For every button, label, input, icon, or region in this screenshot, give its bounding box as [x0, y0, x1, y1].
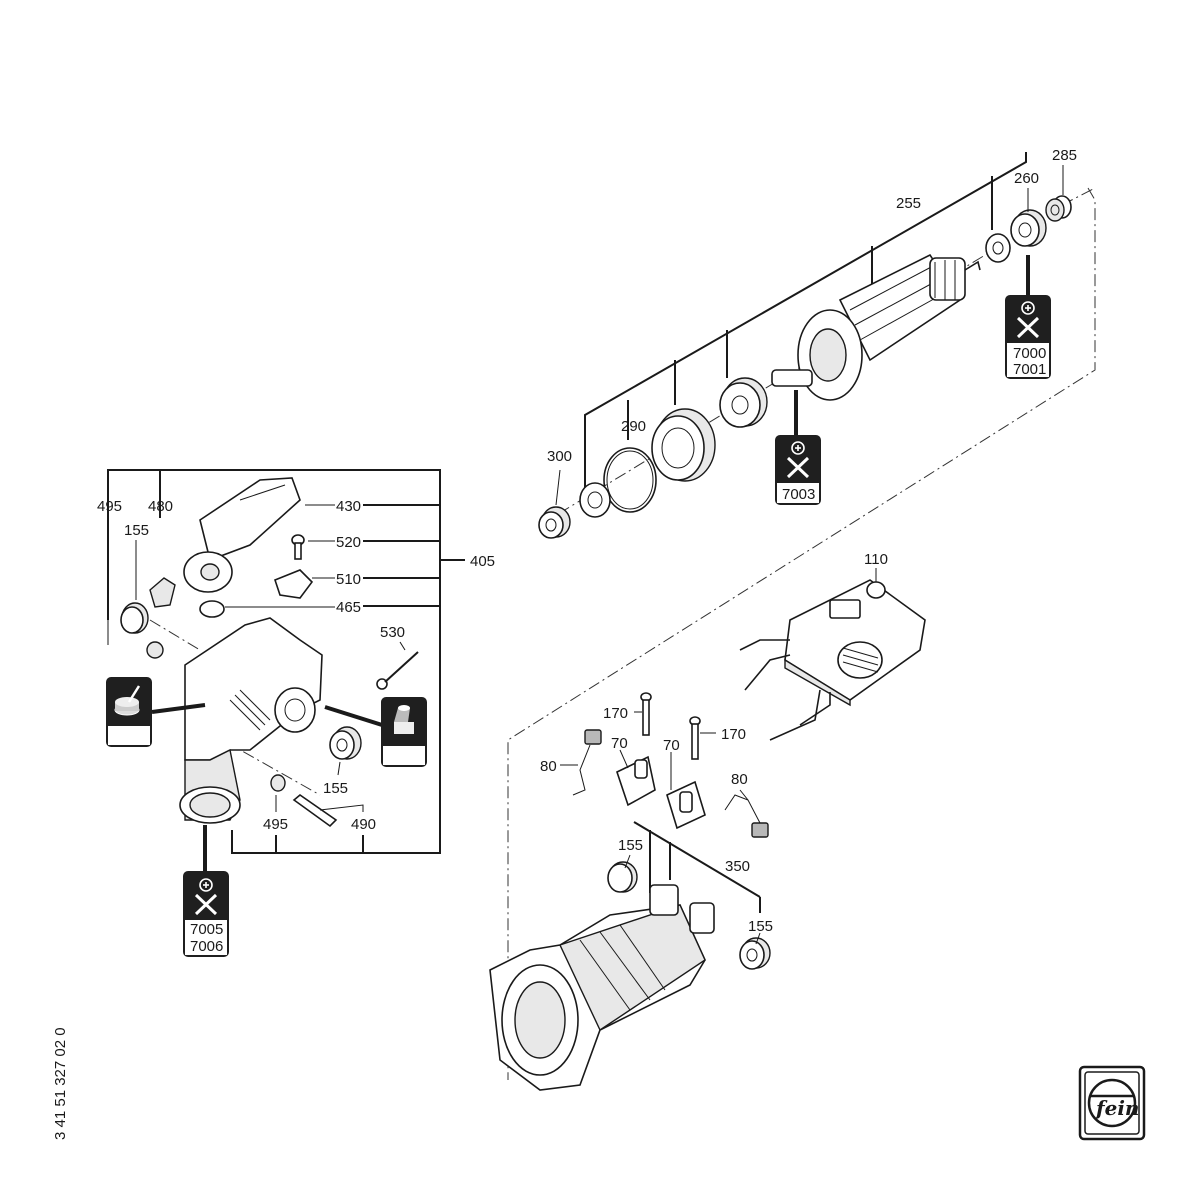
- part-155-bearing-d: [739, 937, 771, 970]
- label-480: 480: [148, 498, 173, 515]
- label-510: 510: [336, 571, 361, 588]
- label-430: 430: [336, 498, 361, 515]
- label-255: 255: [896, 195, 921, 212]
- label-405: 405: [470, 553, 495, 570]
- badge-gear-head-code-1: 7005: [190, 921, 223, 938]
- label-110: 110: [864, 551, 888, 568]
- label-465: 465: [336, 599, 361, 616]
- badge-grease: [106, 677, 152, 747]
- label-490: 490: [351, 816, 376, 833]
- service-tools-icon: [1016, 301, 1040, 339]
- badge-oil: [381, 697, 427, 767]
- label-70-right: 70: [663, 737, 680, 754]
- label-260: 260: [1014, 170, 1039, 187]
- part-washer-2: [579, 482, 611, 518]
- part-gear-head-housing: [179, 617, 323, 824]
- badge-gear-head-code-2: 7006: [190, 938, 223, 955]
- label-155-d: 155: [748, 918, 773, 935]
- part-ball-bearing: [719, 377, 768, 428]
- label-495-b: 495: [263, 816, 288, 833]
- badge-rotor: 7003: [775, 435, 821, 505]
- label-155-c: 155: [618, 837, 643, 854]
- armature-group: [538, 152, 1072, 539]
- gear-head-group: [107, 469, 465, 872]
- badge-armature-code-2: 7001: [1013, 361, 1046, 378]
- label-155-a: 155: [124, 522, 149, 539]
- part-armature: [771, 253, 981, 401]
- part-510-clip: [274, 569, 314, 599]
- service-tools-icon: [786, 441, 810, 479]
- part-170-screw-right: [689, 716, 701, 760]
- label-170-right: 170: [721, 726, 746, 743]
- label-300: 300: [547, 448, 572, 465]
- service-tools-icon: [194, 878, 218, 916]
- part-155-bearing-b: [329, 726, 362, 760]
- fein-logo-wordmark: fein: [1094, 1096, 1139, 1120]
- part-170-screw-left: [640, 692, 652, 736]
- part-285-nut: [1045, 195, 1072, 222]
- part-290-o-ring: [603, 447, 657, 513]
- label-155-b: 155: [323, 780, 348, 797]
- oil-can-icon: [394, 705, 414, 734]
- label-80-left: 80: [540, 758, 557, 775]
- part-110-electronics: [739, 579, 926, 741]
- label-170-left: 170: [603, 705, 628, 722]
- brush-assembly: [560, 692, 769, 838]
- badge-armature: 7000 7001: [1005, 295, 1051, 379]
- label-530: 530: [380, 624, 405, 641]
- label-70-left: 70: [611, 735, 628, 752]
- badge-armature-code-1: 7000: [1013, 345, 1046, 362]
- part-80-carbon-brush-right: [724, 794, 769, 838]
- label-80-right: 80: [731, 771, 748, 788]
- part-480-pad: [149, 577, 176, 608]
- part-155-bearing-c: [607, 861, 638, 893]
- document-number: 3 41 51 327 02 0: [52, 1027, 69, 1140]
- label-290: 290: [621, 418, 646, 435]
- label-350: 350: [725, 858, 750, 875]
- part-washer: [985, 233, 1011, 263]
- part-labels: 285 260 255 290 300 110 170 170 70 70 80…: [97, 147, 1077, 935]
- label-285: 285: [1052, 147, 1077, 164]
- part-80-carbon-brush-left: [572, 729, 602, 796]
- label-495-a: 495: [97, 498, 122, 515]
- part-260-bearing: [1010, 209, 1047, 247]
- part-465-ring: [199, 600, 225, 618]
- label-520: 520: [336, 534, 361, 551]
- part-70-brush-holder-right: [666, 780, 706, 830]
- badge-gear-head: 7005 7006: [183, 871, 229, 957]
- part-70-brush-holder-left: [616, 755, 656, 807]
- motor-housing: [489, 821, 771, 1091]
- part-520-screw: [291, 534, 305, 560]
- part-530-screw: [376, 651, 419, 690]
- part-490-pin: [292, 793, 338, 828]
- badge-rotor-code-1: 7003: [782, 486, 815, 503]
- grease-brush-icon: [114, 685, 141, 716]
- part-495-bushing: [270, 774, 286, 792]
- part-bearing-flange: [651, 408, 716, 482]
- part-430-lever: [183, 477, 301, 593]
- part-155-bearing-a: [120, 602, 149, 634]
- part-300-bearing: [538, 506, 571, 539]
- fein-logo: fein: [1078, 1065, 1146, 1141]
